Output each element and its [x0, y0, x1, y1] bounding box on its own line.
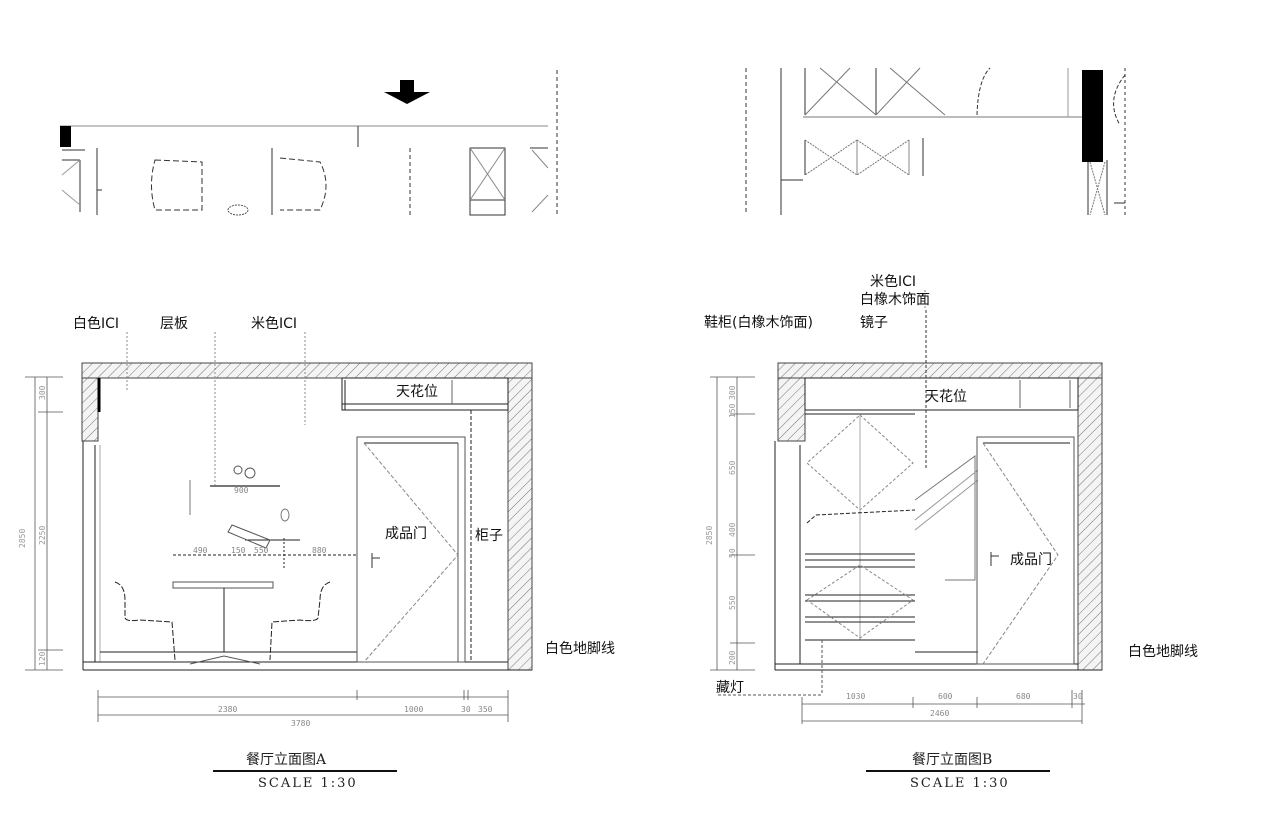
- label-white-oak: 白橡木饰面: [860, 292, 930, 308]
- scale-label-a: SCALE 1:30: [258, 776, 358, 791]
- dim-seg2-a: 1000: [404, 705, 424, 714]
- label-cabinet: 柜子: [475, 528, 503, 544]
- dim-b-3: 650: [728, 460, 737, 475]
- drawing-title-a: 餐厅立面图A: [246, 752, 327, 768]
- horizontal-dimension-a: [97, 690, 509, 722]
- label-baseboard-b: 白色地脚线: [1128, 644, 1198, 660]
- dim-seg1-a: 2380: [218, 705, 238, 714]
- vertical-dimension-b: [710, 376, 755, 671]
- label-shoe-cabinet: 鞋柜(白橡木饰面): [704, 315, 813, 331]
- column-block: [1082, 70, 1103, 162]
- label-shelf: 层板: [160, 316, 188, 332]
- label-white-ici: 白色ICI: [73, 316, 120, 332]
- dim-seg3-b: 680: [1016, 692, 1031, 701]
- dim-shelf-d3: 550: [254, 546, 269, 555]
- label-door-a: 成品门: [385, 526, 427, 542]
- dim-seg1-b: 1030: [846, 692, 866, 701]
- plan-view-a: [60, 70, 558, 216]
- dim-top-a: 300: [38, 385, 47, 400]
- dim-b-4: 400: [728, 522, 737, 537]
- chair-right: [269, 581, 331, 661]
- dim-total-width-a: 3780: [291, 719, 311, 728]
- dim-total-height-a: 2850: [18, 528, 27, 548]
- dim-b-1: 300: [728, 385, 737, 400]
- chair-plan-right: [279, 157, 327, 211]
- label-ceiling-b: 天花位: [925, 389, 967, 405]
- title-underline-b: [866, 770, 1050, 772]
- label-beige-ici: 米色ICI: [251, 316, 298, 332]
- title-underline-a: [213, 770, 397, 772]
- dim-middle-a: 2250: [38, 525, 47, 545]
- scale-label-b: SCALE 1:30: [910, 776, 1010, 791]
- label-beige-ici-b: 米色ICI: [870, 274, 917, 290]
- dim-seg2-b: 600: [938, 692, 953, 701]
- horizontal-dimension-b: [801, 690, 1085, 724]
- label-hidden-light: 藏灯: [716, 680, 744, 696]
- column-block: [60, 126, 71, 147]
- dim-shelf-width: 900: [234, 486, 249, 495]
- drawing-title-b: 餐厅立面图B: [912, 752, 993, 768]
- dim-total-height-b: 2850: [705, 525, 714, 545]
- label-door-b: 成品门: [1010, 552, 1052, 568]
- vertical-dimension-a: [25, 376, 63, 671]
- elevation-a: [81, 332, 533, 671]
- dim-shelf-d2: 150: [231, 546, 246, 555]
- label-baseboard-a: 白色地脚线: [545, 641, 615, 657]
- label-ceiling-a: 天花位: [396, 384, 438, 400]
- elevation-b: [718, 290, 1103, 696]
- plan-view-b: [745, 67, 1126, 216]
- dim-bottom-a: 120: [38, 651, 47, 666]
- label-mirror: 镜子: [860, 315, 888, 331]
- dim-b-5: 50: [728, 548, 737, 558]
- dim-b-2: 150: [728, 403, 737, 418]
- dim-seg3-a: 30: [461, 705, 471, 714]
- chair-left: [114, 581, 176, 661]
- dim-seg4-a: 350: [478, 705, 493, 714]
- dim-total-width-b: 2460: [930, 709, 950, 718]
- dim-seg4-b: 30: [1073, 692, 1083, 701]
- dim-b-6: 550: [728, 595, 737, 610]
- dim-shelf-d1: 490: [193, 546, 208, 555]
- chair-plan-left: [151, 159, 203, 211]
- view-direction-arrow-icon: [384, 80, 430, 104]
- dim-b-7: 200: [728, 650, 737, 665]
- dim-shelf-d4: 880: [312, 546, 327, 555]
